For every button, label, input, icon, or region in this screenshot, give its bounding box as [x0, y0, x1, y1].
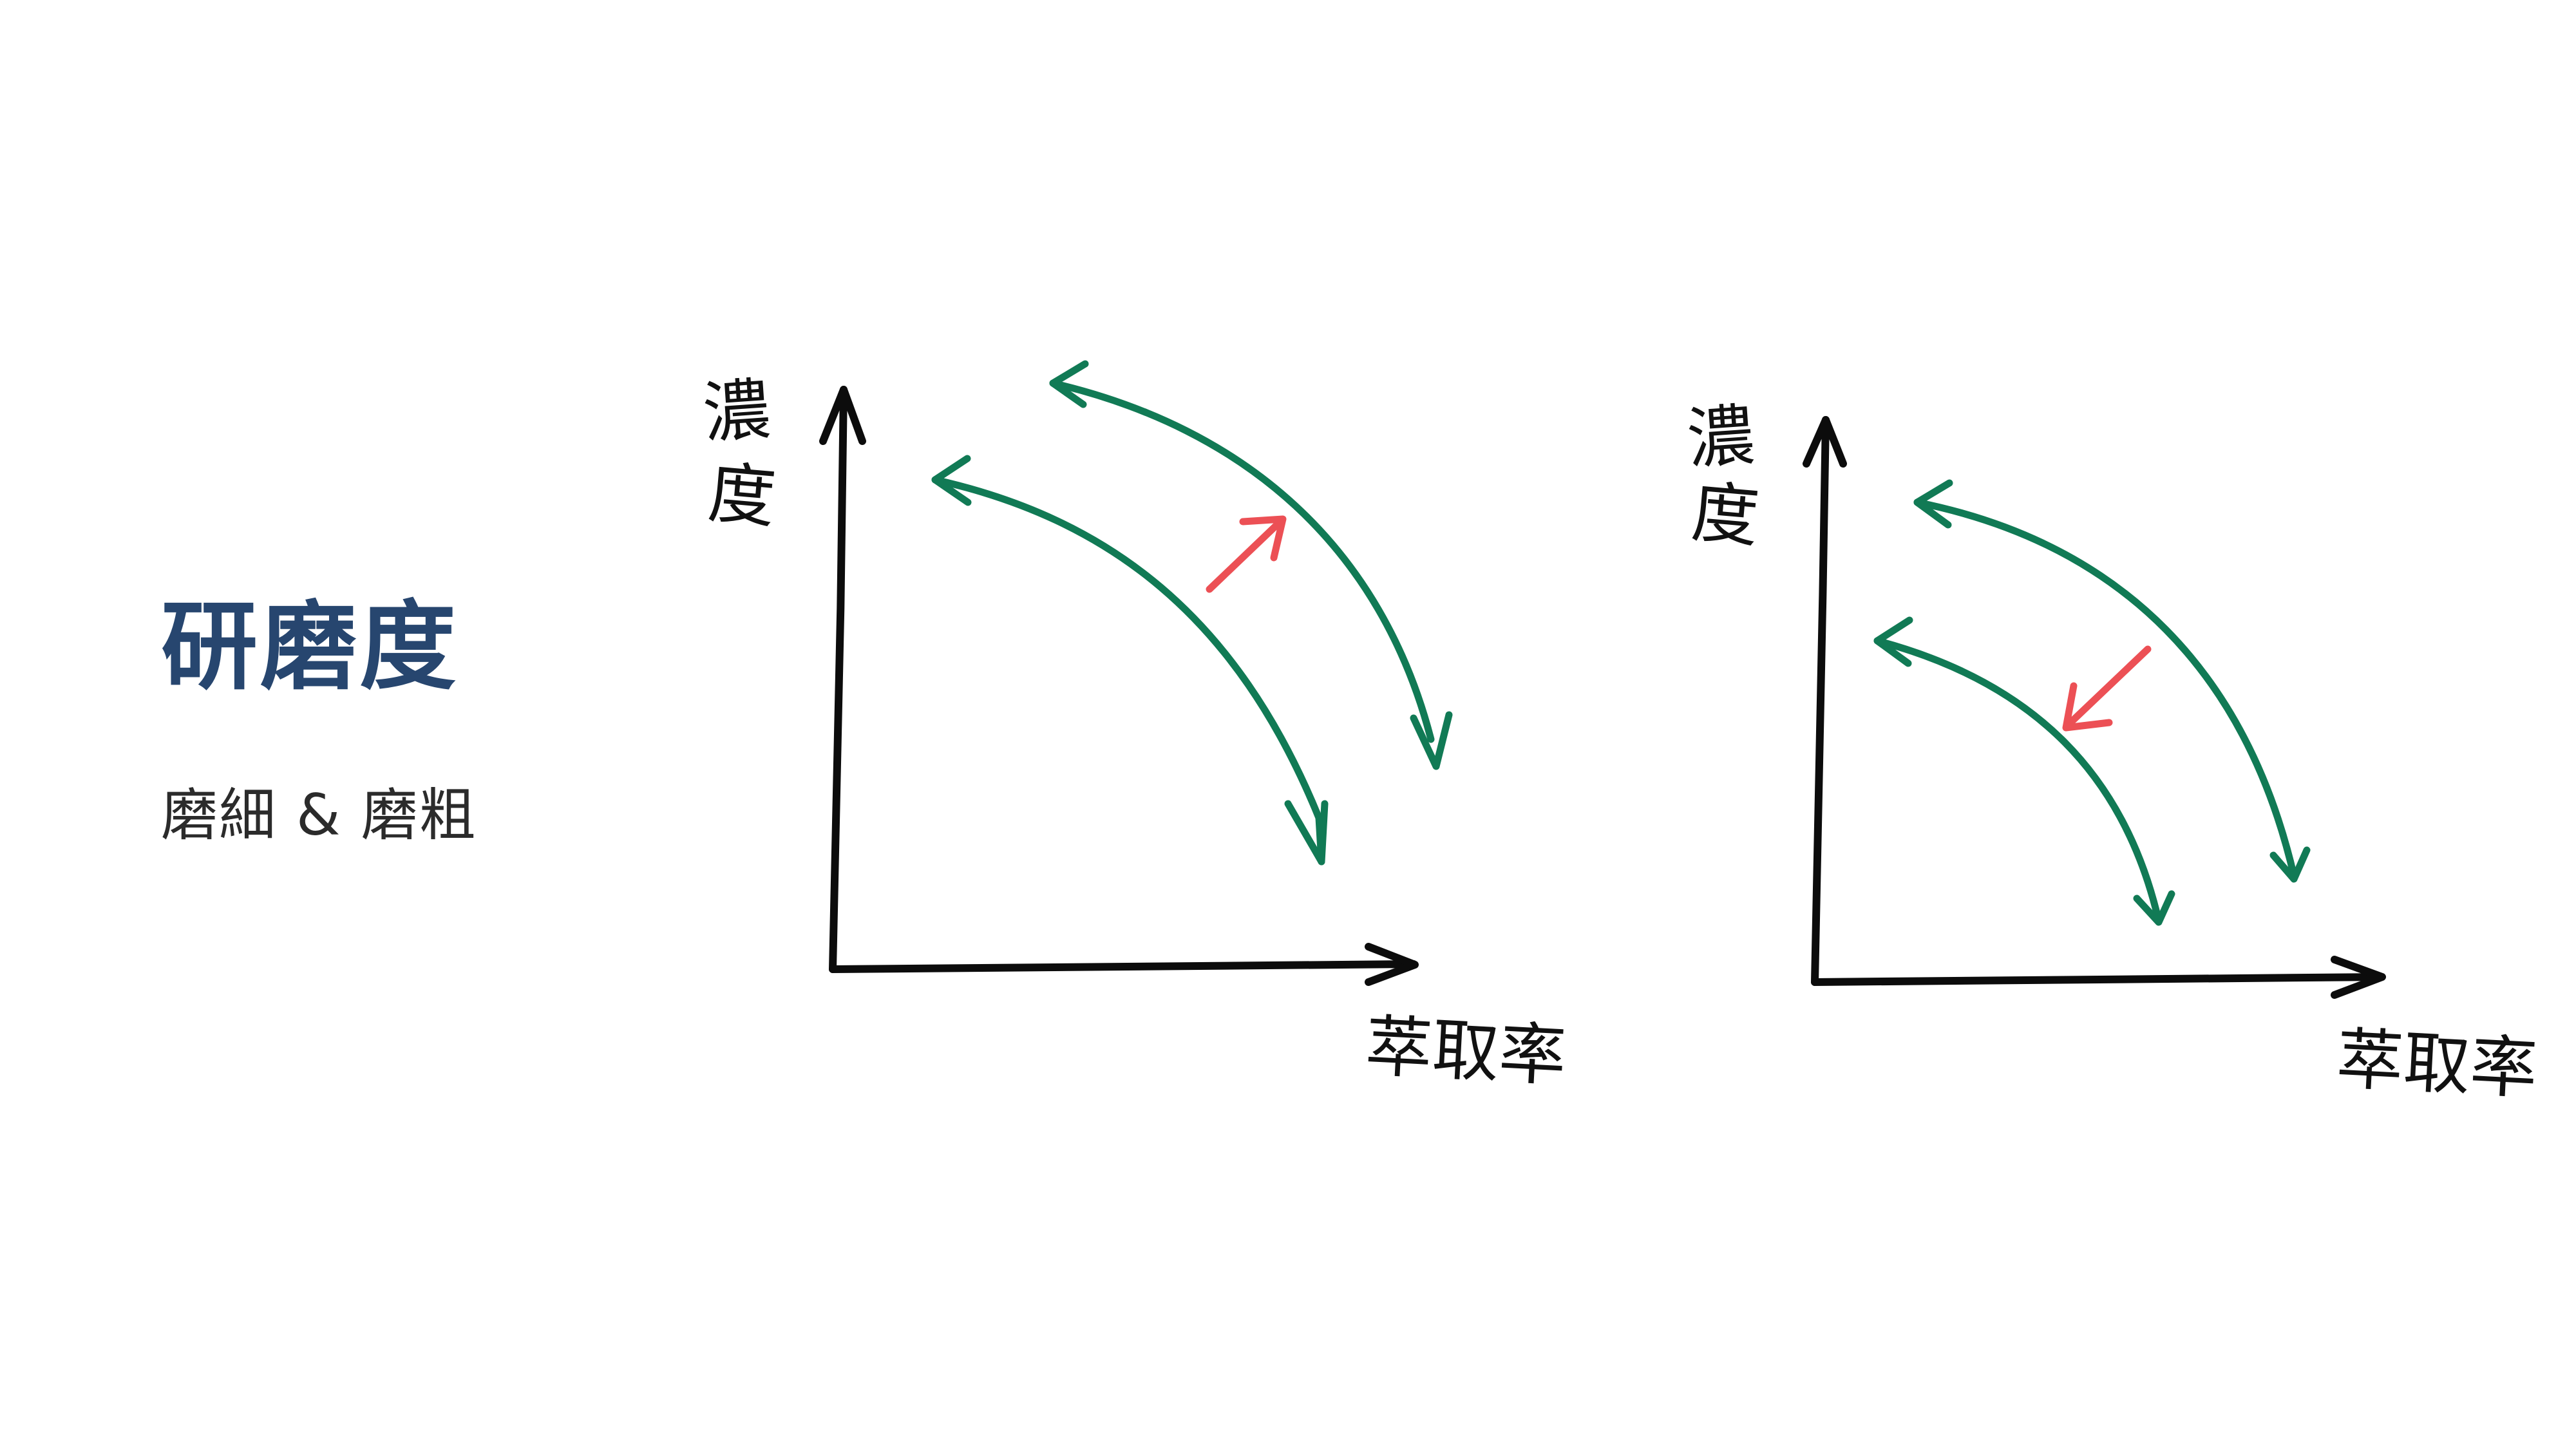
y-axis: [829, 386, 848, 973]
x-axis-label: 萃取率: [1363, 1007, 1568, 1095]
y-axis-label-char-1: 濃: [701, 370, 773, 453]
slide-subtitle: 磨細 & 磨粗: [161, 782, 477, 848]
upper-curve-end-arrowhead: [1410, 711, 1453, 770]
shift-arrow-up-right: [1206, 516, 1285, 593]
diagram-grind-finer: 濃 度 萃取率: [701, 360, 1568, 1095]
diagram-grind-coarser: 濃 度 萃取率: [1685, 395, 2539, 1108]
x-axis-arrowhead: [1365, 943, 1419, 986]
shift-arrow-head: [1239, 515, 1287, 562]
y-axis-label-char-2: 度: [1689, 473, 1762, 557]
x-axis: [829, 960, 1417, 973]
y-axis-arrowhead: [1803, 416, 1847, 468]
lower-curve-start-arrowhead: [931, 455, 972, 506]
x-axis-label: 萃取率: [2334, 1019, 2539, 1108]
upper-curve: [1913, 498, 2298, 880]
lower-curve: [1873, 637, 2163, 925]
shift-arrow-head: [2062, 682, 2113, 732]
y-axis-label-char-2: 度: [705, 453, 779, 538]
upper-curve-start-arrowhead: [1913, 479, 1953, 529]
y-axis-label-char-1: 濃: [1685, 395, 1757, 478]
upper-curve: [1049, 379, 1435, 743]
y-axis-arrowhead: [819, 386, 866, 445]
upper-curve-end-arrowhead: [2269, 846, 2311, 883]
x-axis: [1811, 973, 2385, 986]
upper-curve-start-arrowhead: [1049, 360, 1089, 408]
y-axis: [1811, 416, 1830, 986]
x-axis-arrowhead: [2331, 956, 2386, 999]
lower-curve-start-arrowhead: [1873, 616, 1913, 667]
slide-title: 研磨度: [161, 591, 459, 703]
lower-curve-end-arrowhead: [2133, 890, 2175, 926]
lower-curve: [931, 476, 1323, 822]
shift-arrow-down-left: [2065, 645, 2152, 728]
